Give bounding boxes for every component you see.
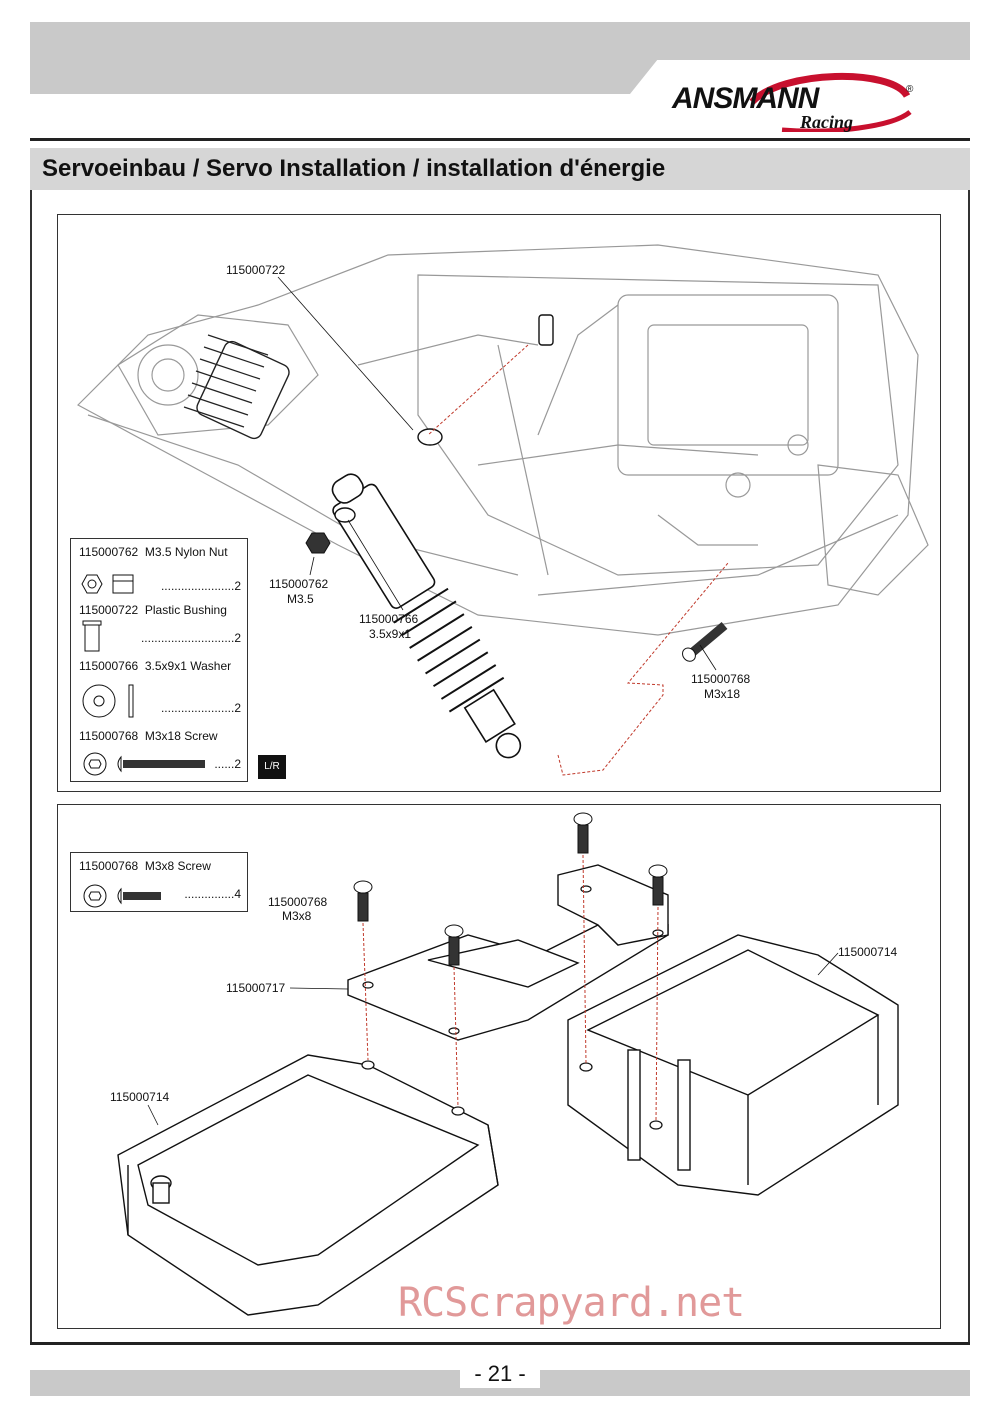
parts-legend-panel2: 115000768 M3x8 Screw ...............4: [70, 852, 248, 912]
legend-item-nut: 115000762 M3.5 Nylon Nut: [79, 545, 228, 559]
shock-install-panel: 115000722 115000762 M3.5 115000766 3.5x9…: [57, 214, 941, 792]
page-number: - 21 -: [460, 1360, 540, 1388]
label-nut-size: M3.5: [287, 592, 314, 606]
legend-item-washer: 115000766 3.5x9x1 Washer: [79, 659, 232, 673]
parts-legend-panel1: 115000762 M3.5 Nylon Nut ...............…: [70, 538, 248, 782]
label-bushing: 115000722: [226, 263, 286, 277]
servo-box-panel: 115000768 M3x8 115000717 115000714 11500…: [57, 804, 941, 1329]
servo-box-drawing: [117, 812, 899, 1316]
logo-swoosh-icon: [749, 73, 912, 132]
registered-mark: ®: [906, 84, 914, 95]
brand-logo: ANSMANN ® Racing: [672, 73, 942, 140]
label-m3x8-size: M3x8: [282, 909, 312, 923]
nut-icon: [81, 574, 134, 594]
page-title: Servoeinbau / Servo Installation / insta…: [42, 155, 666, 182]
left-right-badge: L/R: [258, 755, 286, 779]
screw-icon: [83, 884, 161, 908]
washer-icon: [82, 684, 134, 718]
chassis-drawing: [77, 244, 929, 776]
footer-rule: [30, 1342, 970, 1345]
label-box-right: 115000714: [838, 945, 898, 959]
bushing-icon: [82, 620, 102, 652]
brand-name: ANSMANN: [672, 82, 819, 115]
content-frame: [30, 190, 970, 1345]
label-washer-code: 115000766: [359, 612, 419, 626]
label-plate: 115000717: [226, 981, 286, 995]
label-screw-code: 115000768: [691, 672, 751, 686]
watermark: RCScrapyard.net: [398, 1280, 745, 1326]
section-heading: Servoeinbau / Servo Installation / insta…: [30, 148, 970, 190]
legend-item-m3x8-screw: 115000768 M3x8 Screw: [79, 859, 211, 873]
label-screw-size: M3x18: [704, 687, 741, 701]
brand-sub: Racing: [800, 112, 854, 132]
screw-icon: [83, 752, 205, 776]
label-box-left: 115000714: [110, 1090, 170, 1104]
legend-item-bushing: 115000722 Plastic Bushing: [79, 603, 227, 617]
label-m3x8-code: 115000768: [268, 895, 328, 909]
label-nut-code: 115000762: [269, 577, 329, 591]
label-washer-size: 3.5x9x1: [369, 627, 412, 641]
legend-item-screw: 115000768 M3x18 Screw: [79, 729, 218, 743]
header-rule: [30, 138, 970, 141]
